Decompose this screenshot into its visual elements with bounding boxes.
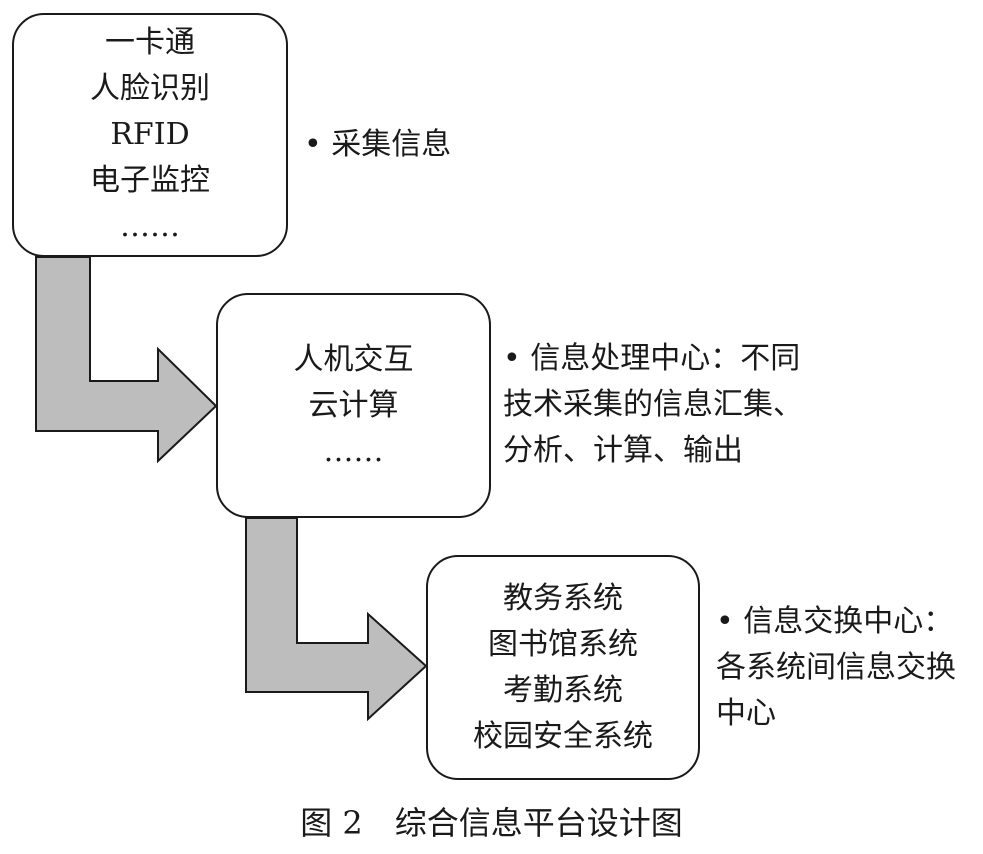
- box-line: 教务系统: [503, 580, 623, 616]
- note-line: • 信息交换中心：: [716, 604, 954, 639]
- note-exchange-center: • 信息交换中心： 各系统间信息交换 中心: [716, 599, 956, 737]
- box-line: 人机交互: [293, 341, 414, 377]
- note-line: 中心: [716, 696, 776, 731]
- note-line: • 采集信息: [304, 127, 452, 162]
- figure-caption: 图 2 综合信息平台设计图: [300, 804, 683, 842]
- note-line: 分析、计算、输出: [503, 433, 743, 468]
- data-collection-box: 一卡通 人脸识别 RFID 电子监控 ……: [12, 13, 288, 257]
- box-line: 云计算: [308, 387, 399, 423]
- box-line: 电子监控: [90, 163, 210, 198]
- processing-center-box: 人机交互 云计算 ……: [216, 293, 491, 518]
- box-line: 人脸识别: [90, 71, 210, 106]
- note-collect-info: • 采集信息: [304, 122, 451, 168]
- arrow-2: [245, 517, 428, 722]
- box-line: 图书馆系统: [488, 626, 638, 662]
- box-line: RFID: [110, 117, 190, 152]
- box-line: 校园安全系统: [473, 718, 653, 754]
- box-line: ……: [323, 433, 384, 469]
- arrow-1: [35, 256, 218, 464]
- note-line: • 信息处理中心：不同: [503, 341, 801, 376]
- exchange-center-box: 教务系统 图书馆系统 考勤系统 校园安全系统: [426, 555, 700, 780]
- box-line: 一卡通: [105, 25, 195, 60]
- box-line: 考勤系统: [503, 672, 623, 708]
- note-line: 技术采集的信息汇集、: [503, 387, 803, 422]
- box-line: ……: [120, 209, 180, 244]
- note-processing-center: • 信息处理中心：不同 技术采集的信息汇集、 分析、计算、输出: [503, 336, 803, 474]
- note-line: 各系统间信息交换: [716, 650, 956, 685]
